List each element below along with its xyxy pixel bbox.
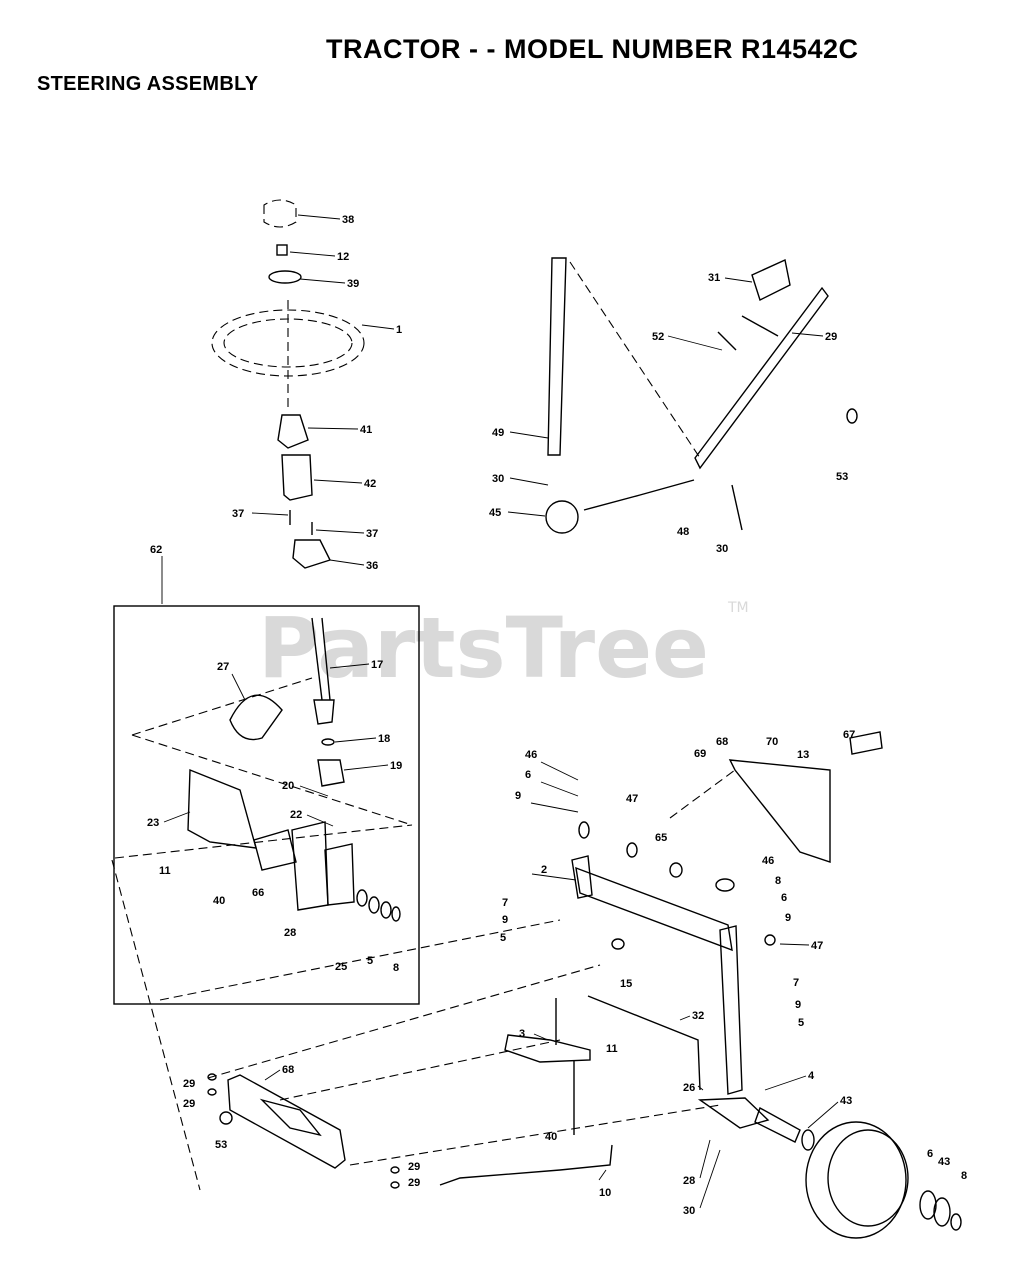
steering-gear-group [113,556,420,1005]
callout-label: 1 [396,324,402,336]
callout-label: 7 [793,977,799,989]
callout-label: 28 [284,927,296,939]
callout-label: 53 [215,1139,227,1151]
callout-label: 10 [599,1187,611,1199]
callout-label: 32 [692,1010,704,1022]
callout-label: 62 [150,544,162,556]
callout-label: 29 [825,331,837,343]
callout-label: 42 [364,478,376,490]
callout-label: 6 [781,892,787,904]
linkage-top-right [545,257,858,534]
callout-label: 67 [843,729,855,741]
callout-label: 70 [766,736,778,748]
callout-label: 46 [762,855,774,867]
callout-label: 47 [626,793,638,805]
callout-label: 3 [519,1028,525,1040]
callout-label: 11 [159,865,171,877]
callout-label: 5 [500,932,506,944]
callout-label: 15 [620,978,632,990]
callout-label: 23 [147,817,159,829]
callout-label: 31 [708,272,720,284]
callout-label: 5 [367,955,373,967]
callout-label: 46 [525,749,537,761]
callout-label: 5 [798,1017,804,1029]
callout-label: 9 [785,912,791,924]
callout-label: 68 [282,1064,294,1076]
callout-label: 37 [366,528,378,540]
callout-label: 19 [390,760,402,772]
callout-label: 40 [213,895,225,907]
callout-label: 27 [217,661,229,673]
watermark-trademark: TM [727,600,749,616]
callout-label: 30 [683,1205,695,1217]
left-bracket [207,1073,400,1189]
callout-label: 17 [371,659,383,671]
callout-label: 39 [347,278,359,290]
lower-linkage [111,859,962,1239]
callout-label: 6 [927,1148,933,1160]
callout-label: 29 [408,1177,420,1189]
callout-label: 43 [938,1156,950,1168]
page-title: TRACTOR - - MODEL NUMBER R14542C [326,34,859,64]
callout-label: 8 [961,1170,967,1182]
callout-label: 9 [795,999,801,1011]
watermark-text: PartsTree [258,599,709,697]
callout-label: 8 [775,875,781,887]
callout-label: 29 [183,1098,195,1110]
callout-label: 68 [716,736,728,748]
callout-label: 52 [652,331,664,343]
callout-label: 18 [378,733,390,745]
callout-label: 9 [502,914,508,926]
section-subtitle: STEERING ASSEMBLY [37,73,259,95]
callout-label: 47 [811,940,823,952]
front-axle [571,731,883,1095]
callout-label: 53 [836,471,848,483]
callout-label: 20 [282,780,294,792]
callout-label: 29 [183,1078,195,1090]
callout-label: 30 [492,473,504,485]
leader-lines [163,214,839,1209]
callout-label: 6 [525,769,531,781]
callout-label: 45 [489,507,501,519]
callout-label: 4 [808,1070,815,1082]
callout-label: 13 [797,749,809,761]
callout-label: 12 [337,251,349,263]
callout-label: 25 [335,961,347,973]
callout-label: 69 [694,748,706,760]
callout-label: 9 [515,790,521,802]
steering-column-parts [211,199,365,569]
callout-label: 8 [393,962,399,974]
callout-label: 22 [290,809,302,821]
callout-labels: 38 12 39 1 41 42 37 37 36 62 17 27 18 19… [147,214,967,1217]
callout-label: 49 [492,427,504,439]
callout-label: 37 [232,508,244,520]
callout-label: 2 [541,864,547,876]
callout-label: 43 [840,1095,852,1107]
callout-label: 28 [683,1175,695,1187]
callout-label: 11 [606,1043,618,1055]
callout-label: 48 [677,526,689,538]
callout-label: 41 [360,424,372,436]
callout-label: 38 [342,214,354,226]
callout-label: 29 [408,1161,420,1173]
callout-label: 40 [545,1131,557,1143]
callout-label: 30 [716,543,728,555]
callout-label: 65 [655,832,667,844]
callout-label: 7 [502,897,508,909]
callout-label: 66 [252,887,264,899]
callout-label: 36 [366,560,378,572]
callout-label: 26 [683,1082,695,1094]
